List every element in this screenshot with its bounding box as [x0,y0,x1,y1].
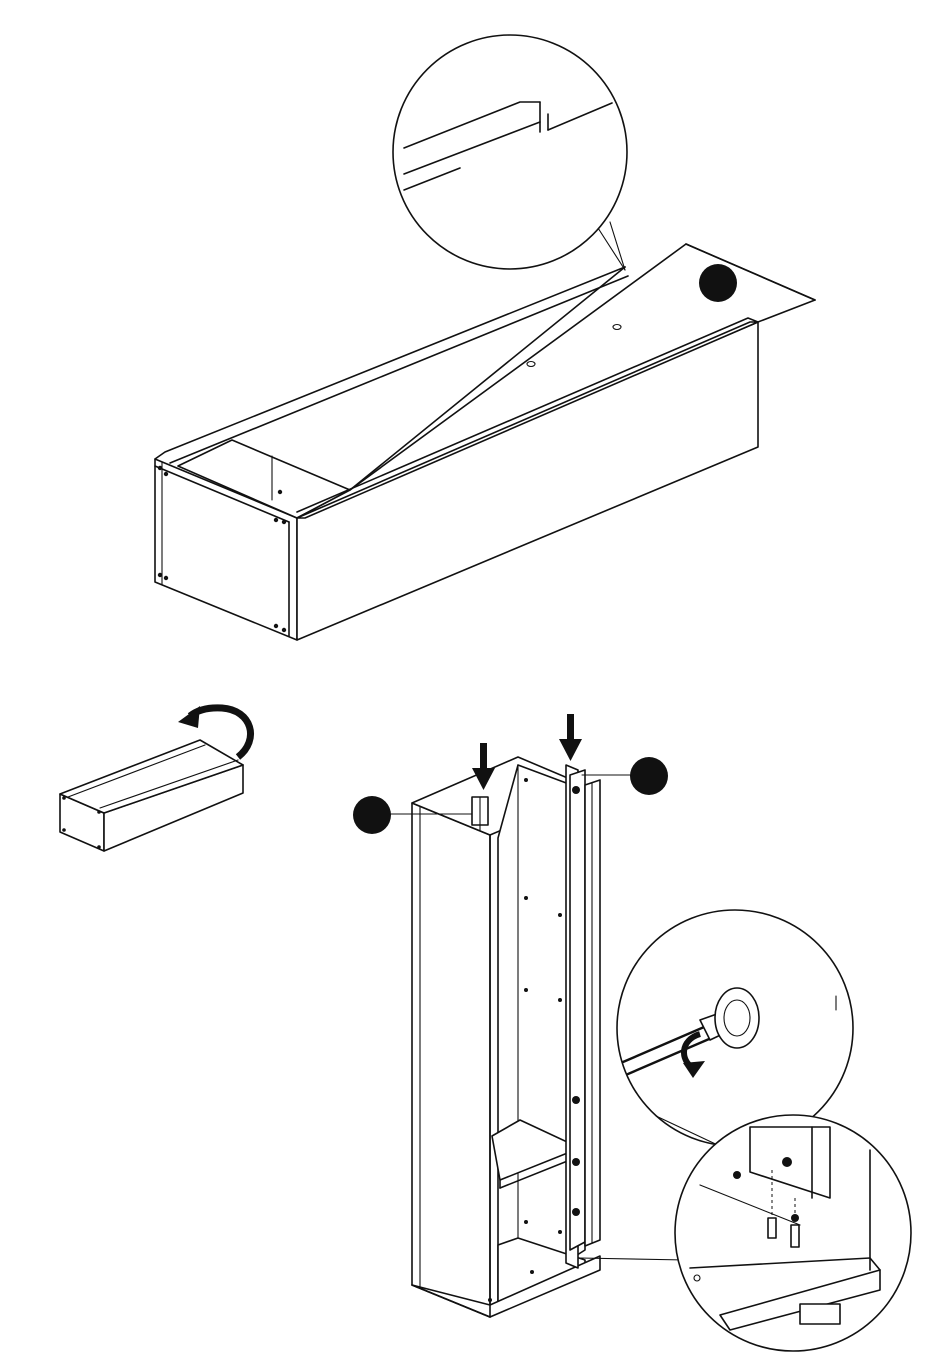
dowel-icon [768,1218,776,1238]
step-3-cabinet-standing [353,714,911,1351]
down-arrow-icon [559,714,582,761]
front-rail [570,770,585,1250]
detail-view-groove [393,35,627,269]
callout-marker [353,796,391,834]
dowel-icon [791,1225,799,1247]
cabinet-left-side [412,803,490,1317]
callout-marker [699,264,737,302]
cam-lock-icon [715,988,759,1048]
step-1-cabinet-lying [155,35,815,640]
callout-marker [630,757,668,795]
step-2-turn-over [60,706,251,851]
